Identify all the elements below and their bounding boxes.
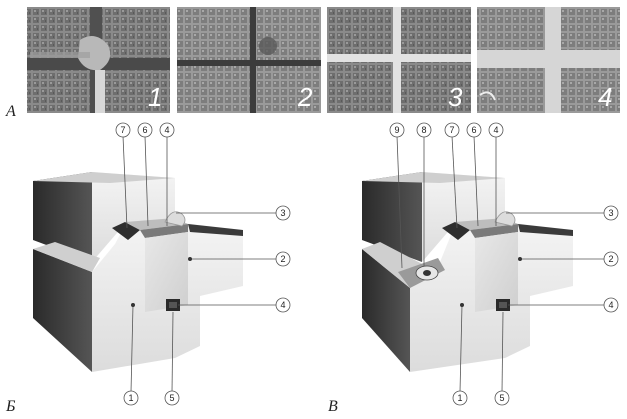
callout-number: 2 [608,254,613,264]
callout-lines [122,135,276,393]
callout-number: 1 [457,393,462,403]
panel-label-a: А [5,103,16,120]
callout-v-7: 7 [444,122,460,138]
callout-number: 4 [164,125,169,135]
callout-b-7: 7 [115,122,131,138]
diagram-v: 9 8 7 6 4 3 2 4 [362,122,619,406]
callout-v-1: 1 [452,390,468,406]
callout-v-9: 9 [389,122,405,138]
callout-number: 2 [280,254,285,264]
photo-number: 1 [148,82,162,112]
callout-b-5: 5 [164,390,180,406]
callout-v-3: 3 [603,205,619,221]
photo-number: 2 [297,82,313,112]
callout-number: 4 [608,300,613,310]
callout-v-4-top: 4 [488,122,504,138]
callout-number: 3 [280,208,285,218]
photo-number: 4 [598,82,612,112]
callout-b-3: 3 [275,205,291,221]
callout-number: 9 [394,125,399,135]
callout-number: 5 [169,393,174,403]
callout-number: 8 [421,125,426,135]
callout-b-2: 2 [275,251,291,267]
callout-b-4-bottom: 4 [275,297,291,313]
panel-label-b: Б [5,398,16,415]
callout-b-4-top: 4 [159,122,175,138]
callout-v-2: 2 [603,251,619,267]
callout-number: 6 [471,125,476,135]
diagram-b: 7 6 4 3 2 4 1 5 [33,122,291,406]
callout-b-1: 1 [123,390,139,406]
callout-number: 6 [142,125,147,135]
photo-2: 2 [177,7,321,113]
callout-number: 7 [120,125,125,135]
callout-v-6: 6 [466,122,482,138]
callout-number: 4 [493,125,498,135]
callout-b-6: 6 [137,122,153,138]
photo-1: 1 [27,7,170,113]
photo-strip: 1 2 3 4 [27,7,620,113]
callout-lines [396,135,604,393]
photo-4: 4 [477,7,620,113]
photo-3: 3 [327,7,471,113]
callout-number: 3 [608,208,613,218]
panel-label-v: В [328,398,338,415]
photo-number: 3 [448,82,463,112]
callout-v-4-bottom: 4 [603,297,619,313]
callout-number: 4 [280,300,285,310]
callout-v-8: 8 [416,122,432,138]
callout-number: 5 [499,393,504,403]
callout-number: 7 [449,125,454,135]
callout-v-5: 5 [494,390,510,406]
callout-number: 1 [128,393,133,403]
